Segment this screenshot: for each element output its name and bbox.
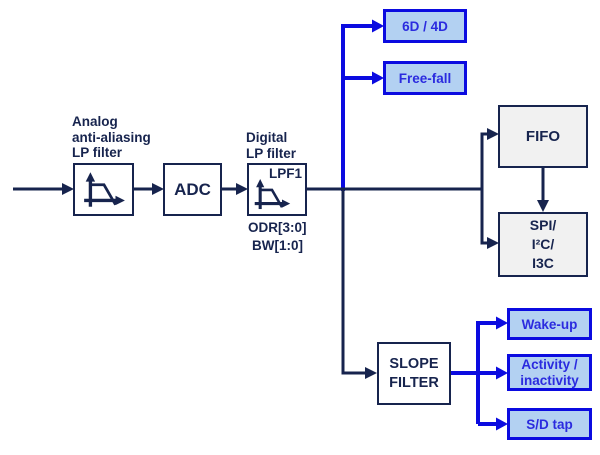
sd-tap-label: S/D tap — [526, 416, 573, 432]
spi-label: SPI/ — [529, 217, 557, 234]
arrow-into-6d4d — [372, 19, 384, 33]
slope-filter-label: SLOPE FILTER — [389, 355, 439, 391]
adc-label: ADC — [174, 179, 211, 199]
adc-block: ADC — [163, 163, 222, 216]
analog-filter-caption: Analog anti-aliasing LP filter — [72, 114, 151, 161]
activity-inactivity-label: Activity / inactivity — [520, 356, 579, 388]
connector-fifo-spi-branch — [480, 132, 488, 245]
arrow-into-spi — [487, 237, 499, 249]
i2c-label: I²C/ — [531, 236, 555, 253]
arrow-fifo-to-spi — [537, 200, 549, 212]
connector-slope-outputs — [451, 321, 497, 426]
navy-arrowheads — [62, 128, 549, 379]
arrow-into-freefall — [372, 71, 384, 85]
lpf1-label: LPF1 — [268, 166, 302, 181]
arrow-into-adc — [152, 183, 164, 195]
connector-to-6d4d — [341, 24, 373, 191]
free-fall-block: Free-fall — [383, 61, 467, 95]
arrow-into-activity — [496, 366, 508, 380]
arrow-into-analog-filter — [62, 183, 74, 195]
slope-filter-block: SLOPE FILTER — [377, 342, 451, 405]
arrow-into-wakeup — [496, 316, 508, 330]
odr-register-label: ODR[3:0] — [248, 220, 307, 235]
6d-4d-label: 6D / 4D — [402, 18, 448, 34]
navy-connectors — [13, 132, 545, 375]
serial-interface-block: SPI/ I²C/ I3C — [498, 212, 588, 277]
connector-to-slope-filter — [341, 189, 366, 375]
wake-up-block: Wake-up — [507, 308, 592, 340]
bw-register-label: BW[1:0] — [252, 238, 303, 253]
analog-filter-block — [73, 163, 134, 216]
digital-filter-caption: Digital LP filter — [246, 130, 297, 161]
lowpass-filter-icon — [254, 179, 291, 210]
free-fall-label: Free-fall — [398, 70, 452, 86]
activity-inactivity-block: Activity / inactivity — [507, 354, 592, 391]
fifo-label: FIFO — [525, 128, 561, 145]
lowpass-filter-icon — [83, 171, 125, 207]
digital-filter-block: LPF1 — [247, 163, 307, 216]
wake-up-label: Wake-up — [521, 316, 578, 332]
blue-arrowheads — [372, 19, 508, 431]
i3c-label: I3C — [532, 254, 554, 271]
arrow-into-sdtap — [496, 417, 508, 431]
sd-tap-block: S/D tap — [507, 408, 592, 440]
blue-connectors — [341, 24, 497, 426]
6d-4d-block: 6D / 4D — [383, 9, 467, 43]
arrow-into-digital-filter — [236, 183, 248, 195]
fifo-block: FIFO — [498, 105, 588, 168]
arrow-into-fifo — [487, 128, 499, 140]
arrow-into-slope-filter — [365, 367, 377, 379]
